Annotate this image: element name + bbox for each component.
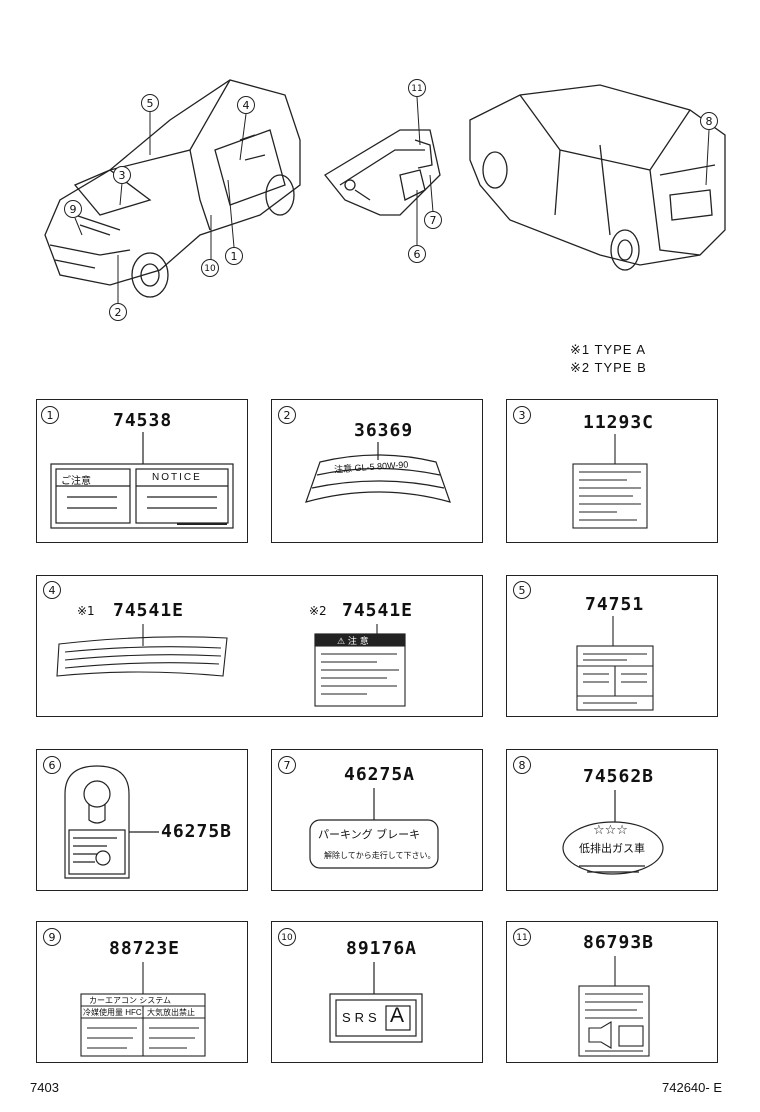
panel-7-label-title: パーキング ブレーキ bbox=[318, 828, 421, 841]
panel-9-cell-b: 大気放出禁止 bbox=[147, 1008, 195, 1017]
panel-5-number: 5 bbox=[513, 581, 531, 599]
panel-9-number: 9 bbox=[43, 928, 61, 946]
type-note-1-mark: ※1 bbox=[570, 342, 591, 357]
type-note-1: ※1 TYPE A bbox=[570, 342, 646, 358]
panel-1-label-left: ご注意 bbox=[61, 476, 91, 487]
footer-right-code: 742640- E bbox=[662, 1080, 722, 1095]
panel-2-part-number: 36369 bbox=[354, 420, 414, 441]
callout-2: 2 bbox=[109, 303, 127, 321]
panel-8-label-stars: ☆☆☆ bbox=[593, 823, 628, 838]
panel-4: 4 ※1 74541E ※2 74541E ⚠ 注 意 bbox=[36, 575, 483, 717]
callout-3: 3 bbox=[113, 166, 131, 184]
panel-1: 1 74538 ご注意 NOTICE bbox=[36, 399, 248, 543]
panel-7-label-sub: 解除してから走行して下さい。 bbox=[324, 851, 436, 860]
panel-11-label-drawing bbox=[578, 956, 650, 1057]
panel-11-number: 11 bbox=[513, 928, 531, 946]
callout-1: 1 bbox=[225, 247, 243, 265]
panel-11-part-number: 86793B bbox=[583, 932, 655, 953]
panel-4-mark-a: ※1 bbox=[77, 604, 95, 618]
panel-4-part-number-b: 74541E bbox=[342, 600, 414, 621]
panel-2-label-drawing bbox=[305, 442, 451, 503]
callout-8: 8 bbox=[700, 112, 718, 130]
panel-7-part-number: 46275A bbox=[344, 764, 416, 785]
callout-9: 9 bbox=[64, 200, 82, 218]
panel-4-number: 4 bbox=[43, 581, 61, 599]
type-note-2-text: TYPE B bbox=[594, 360, 647, 375]
panel-9: 9 88723E カーエアコン システム 冷媒使用量 HFC 大気放出禁止 bbox=[36, 921, 248, 1063]
panel-1-part-number: 74538 bbox=[113, 410, 173, 431]
panel-1-number: 1 bbox=[41, 406, 59, 424]
panel-5-part-number: 74751 bbox=[585, 594, 645, 615]
type-note-1-text: TYPE A bbox=[594, 342, 647, 357]
footer-left-code: 7403 bbox=[30, 1080, 59, 1095]
panel-5-label-drawing bbox=[576, 616, 654, 711]
panel-6-hanger-drawing bbox=[64, 765, 159, 879]
panel-11: 11 86793B bbox=[506, 921, 718, 1063]
panel-8-label-title: 低排出ガス車 bbox=[579, 842, 645, 855]
panel-4-label-b-title: ⚠ 注 意 bbox=[337, 637, 369, 647]
panel-10-label-text: SRS bbox=[342, 1010, 381, 1025]
panel-5: 5 74751 bbox=[506, 575, 718, 717]
panel-8-part-number: 74562B bbox=[583, 766, 655, 787]
type-note-2-mark: ※2 bbox=[570, 360, 591, 375]
panel-3-part-number: 11293C bbox=[583, 412, 655, 433]
callout-11: 11 bbox=[408, 79, 426, 97]
panel-3-label-drawing bbox=[572, 434, 648, 529]
panel-1-label-drawing bbox=[50, 432, 234, 529]
panel-8-number: 8 bbox=[513, 756, 531, 774]
panel-8-label-drawing bbox=[562, 790, 664, 875]
callout-4: 4 bbox=[237, 96, 255, 114]
panel-6: 6 46275B bbox=[36, 749, 248, 891]
panel-6-part-number: 46275B bbox=[161, 821, 233, 842]
panel-1-label-right: NOTICE bbox=[152, 472, 202, 483]
panel-10: 10 89176A SRS A bbox=[271, 921, 483, 1063]
panel-10-label-box: A bbox=[390, 1004, 405, 1027]
panel-2-number: 2 bbox=[278, 406, 296, 424]
panel-10-label-drawing bbox=[329, 962, 423, 1043]
callout-7: 7 bbox=[424, 211, 442, 229]
panel-8: 8 74562B ☆☆☆ 低排出ガス車 bbox=[506, 749, 718, 891]
panel-9-label-drawing bbox=[80, 962, 206, 1057]
panel-3-number: 3 bbox=[513, 406, 531, 424]
panel-4-part-number-a: 74541E bbox=[113, 600, 185, 621]
panel-4-mark-b: ※2 bbox=[309, 604, 327, 618]
callout-6: 6 bbox=[408, 245, 426, 263]
callout-10: 10 bbox=[201, 259, 219, 277]
panel-9-cell-a: 冷媒使用量 HFC bbox=[83, 1008, 142, 1017]
panel-7: 7 46275A パーキング ブレーキ 解除してから走行して下さい。 bbox=[271, 749, 483, 891]
panel-6-number: 6 bbox=[43, 756, 61, 774]
panel-9-label-head: カーエアコン システム bbox=[89, 996, 171, 1005]
panel-10-part-number: 89176A bbox=[346, 938, 418, 959]
panel-3: 3 11293C bbox=[506, 399, 718, 543]
panel-9-part-number: 88723E bbox=[109, 938, 181, 959]
callout-5: 5 bbox=[141, 94, 159, 112]
panel-2: 2 36369 注意 GL-5 80W-90 bbox=[271, 399, 483, 543]
panel-4-label-drawing bbox=[56, 624, 406, 707]
panel-7-number: 7 bbox=[278, 756, 296, 774]
type-note-2: ※2 TYPE B bbox=[570, 360, 647, 376]
vehicle-front-illustration bbox=[44, 79, 726, 303]
panel-7-label-drawing bbox=[309, 788, 439, 869]
panel-10-number: 10 bbox=[278, 928, 296, 946]
